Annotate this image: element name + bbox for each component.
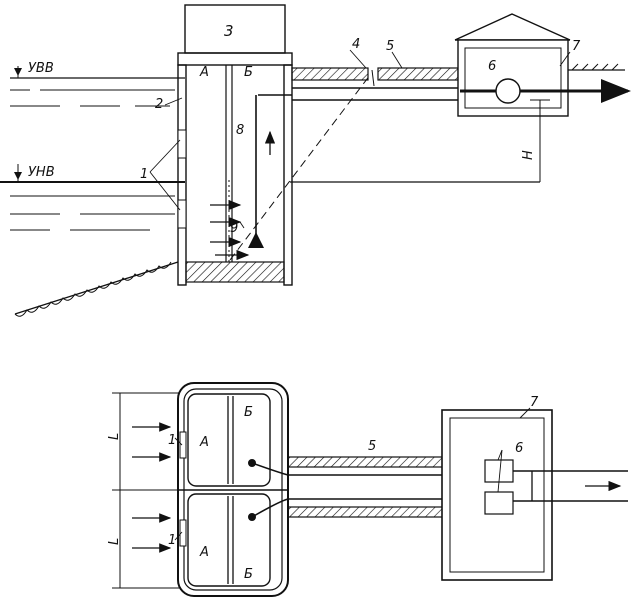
pipeline — [291, 67, 460, 101]
plan-label-7: 7 — [530, 395, 539, 410]
label-3: 3 — [224, 22, 234, 40]
plan-chamber-b-top: Б — [244, 405, 253, 420]
head-label: H — [521, 150, 536, 160]
label-1: 1 — [140, 167, 148, 182]
plan-chamber-a-top: А — [199, 435, 209, 450]
superstructure-3 — [184, 4, 286, 54]
label-2: 2 — [155, 97, 163, 112]
label-4: 4 — [352, 37, 360, 52]
plan-label-1-bottom: 1 — [168, 533, 176, 548]
section-view: УВВ УНВ — [0, 4, 631, 317]
length-label-bottom: L — [107, 538, 122, 545]
plan-chamber-b-bottom: Б — [244, 567, 253, 582]
plan-label-6: 6 — [515, 441, 523, 456]
head-dimension: H — [521, 99, 550, 182]
pump-station — [454, 13, 631, 117]
unv-label: УНВ — [28, 165, 55, 180]
label-5: 5 — [386, 39, 394, 54]
lower-water-level: УНВ — [0, 164, 540, 231]
upper-water-level: УВВ — [10, 61, 185, 107]
length-label-top: L — [107, 433, 122, 440]
chamber-a-label: А — [199, 65, 209, 80]
plan-view: L L — [107, 382, 628, 597]
plan-label-5: 5 — [368, 439, 376, 454]
plan-label-1-top: 1 — [168, 433, 176, 448]
pump-icon — [484, 491, 514, 515]
length-dimensions: L L — [107, 392, 180, 589]
label-9: 9 — [230, 221, 238, 236]
label-6: 6 — [488, 59, 496, 74]
pump-icon — [495, 78, 521, 104]
chamber-b-label: Б — [244, 65, 253, 80]
label-8: 8 — [236, 123, 244, 138]
river-bed — [14, 261, 179, 317]
label-7: 7 — [572, 39, 581, 54]
plan-chamber-a-bottom: А — [199, 545, 209, 560]
intake-structure — [177, 4, 371, 286]
uvv-label: УВВ — [28, 61, 54, 76]
intake-bell-icon — [248, 232, 264, 248]
